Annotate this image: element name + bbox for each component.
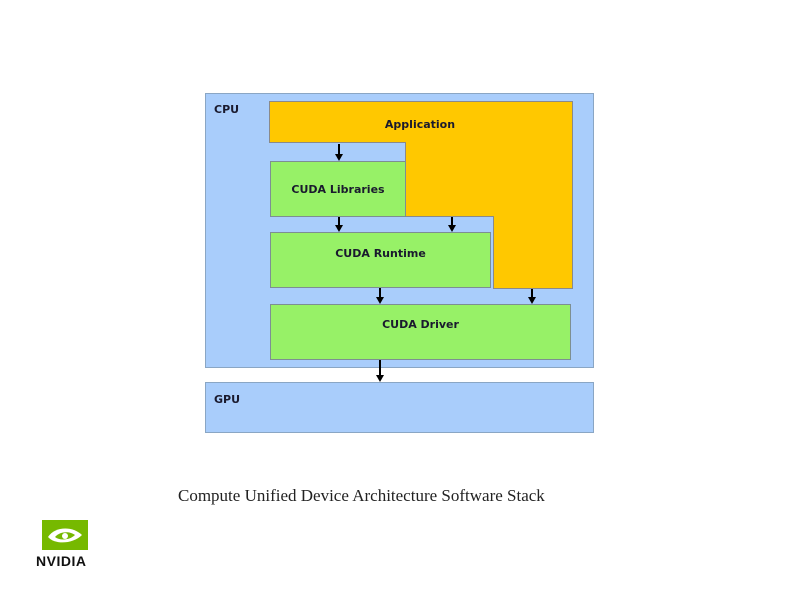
cuda-driver-label: CUDA Driver bbox=[382, 318, 459, 331]
application-layer-shape bbox=[269, 101, 573, 289]
nvidia-wordmark: NVIDIA bbox=[36, 553, 87, 569]
nvidia-logo: NVIDIA bbox=[36, 520, 102, 570]
cuda-driver-box: CUDA Driver bbox=[270, 304, 571, 360]
diagram-caption: Compute Unified Device Architecture Soft… bbox=[178, 486, 545, 505]
cpu-label: CPU bbox=[214, 103, 240, 116]
cuda-runtime-box: CUDA Runtime bbox=[270, 232, 491, 288]
gpu-label: GPU bbox=[214, 393, 241, 406]
cuda-libraries-box: CUDA Libraries bbox=[270, 161, 406, 217]
nvidia-eye-logo-icon bbox=[42, 520, 88, 550]
gpu-region bbox=[205, 382, 594, 433]
cuda-libraries-label: CUDA Libraries bbox=[291, 182, 385, 196]
cuda-runtime-label: CUDA Runtime bbox=[335, 247, 426, 260]
application-label: Application bbox=[384, 117, 456, 131]
